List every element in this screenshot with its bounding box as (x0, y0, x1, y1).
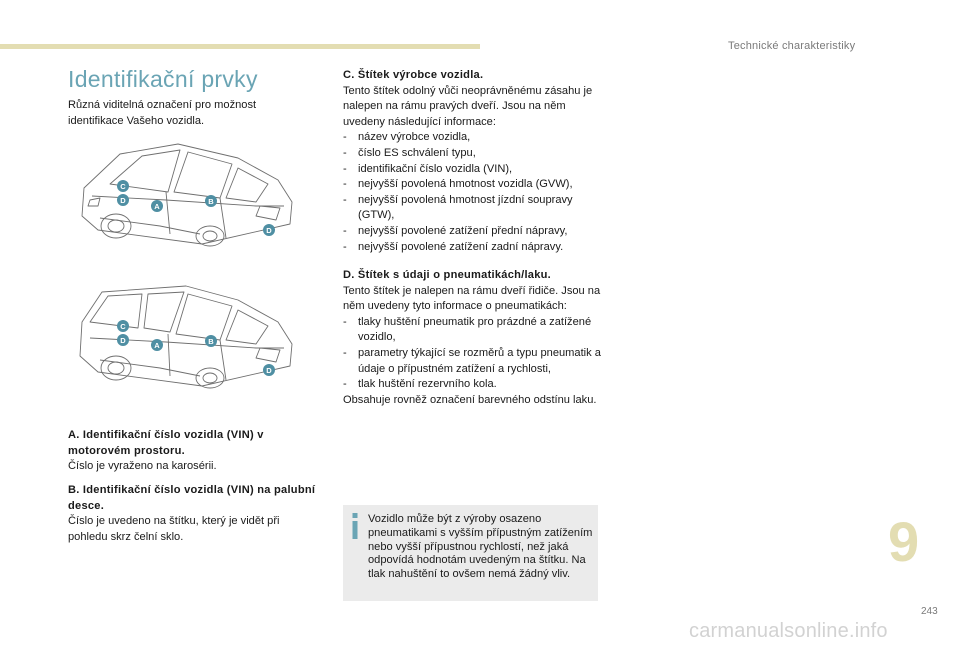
list-item: nejvyšší povolené zatížení zadní nápravy… (343, 240, 605, 256)
section-c-list: název výrobce vozidla, číslo ES schválen… (343, 130, 605, 255)
section-d-body: Tento štítek je nalepen na rámu dveří ři… (343, 284, 601, 313)
section-c: C. Štítek výrobce vozidla. Tento štítek … (343, 68, 605, 255)
intro-text: Různá viditelná označení pro možnost ide… (68, 99, 257, 127)
header-accent-bar (0, 44, 480, 49)
list-item: identifikační číslo vozidla (VIN), (343, 162, 605, 178)
list-item: tlaky huštění pneumatik pro prázdné a za… (343, 315, 605, 346)
section-a-heading: A. Identifikační číslo vozidla (VIN) v m… (68, 429, 264, 457)
section-d-footer: Obsahuje rovněž označení barevného odstí… (343, 393, 597, 406)
list-item: parametry týkající se rozměrů a typu pne… (343, 346, 605, 377)
watermark: carmanualsonline.info (689, 620, 888, 642)
list-item: nejvyšší povolená hmotnost jízdní soupra… (343, 193, 605, 224)
section-d-heading: D. Štítek s údaji o pneumatikách/laku. (343, 269, 552, 281)
list-item: název výrobce vozidla, (343, 130, 605, 146)
section-d: D. Štítek s údaji o pneumatikách/laku. T… (343, 268, 605, 408)
section-b: B. Identifikační číslo vozidla (VIN) na … (68, 483, 318, 545)
section-c-body: Tento štítek odolný vůči neoprávněnému z… (343, 84, 593, 128)
info-icon (352, 513, 358, 539)
page-title: Identifikační prvky (68, 66, 258, 92)
section-a: A. Identifikační číslo vozidla (VIN) v m… (68, 428, 318, 475)
section-a-body: Číslo je vyraženo na karosérii. (68, 460, 217, 473)
list-item: nejvyšší povolená hmotnost vozidla (GVW)… (343, 177, 605, 193)
list-item: nejvyšší povolené zatížení přední náprav… (343, 224, 605, 240)
sedan-illustration (81, 143, 293, 247)
section-c-heading: C. Štítek výrobce vozidla. (343, 69, 484, 81)
section-d-list: tlaky huštění pneumatik pro prázdné a za… (343, 315, 605, 393)
section-b-body: Číslo je uvedeno na štítku, který je vid… (68, 515, 280, 543)
section-header: Technické charakteristiky (728, 40, 856, 52)
info-text: Vozidlo může být z výroby osazeno pneuma… (368, 513, 593, 581)
page-number: 243 (921, 606, 938, 617)
estate-illustration (79, 285, 293, 389)
section-b-heading: B. Identifikační číslo vozidla (VIN) na … (68, 484, 316, 512)
chapter-number: 9 (888, 510, 920, 573)
list-item: tlak huštění rezervního kola. (343, 377, 605, 393)
list-item: číslo ES schválení typu, (343, 146, 605, 162)
info-box: Vozidlo může být z výroby osazeno pneuma… (343, 505, 598, 601)
